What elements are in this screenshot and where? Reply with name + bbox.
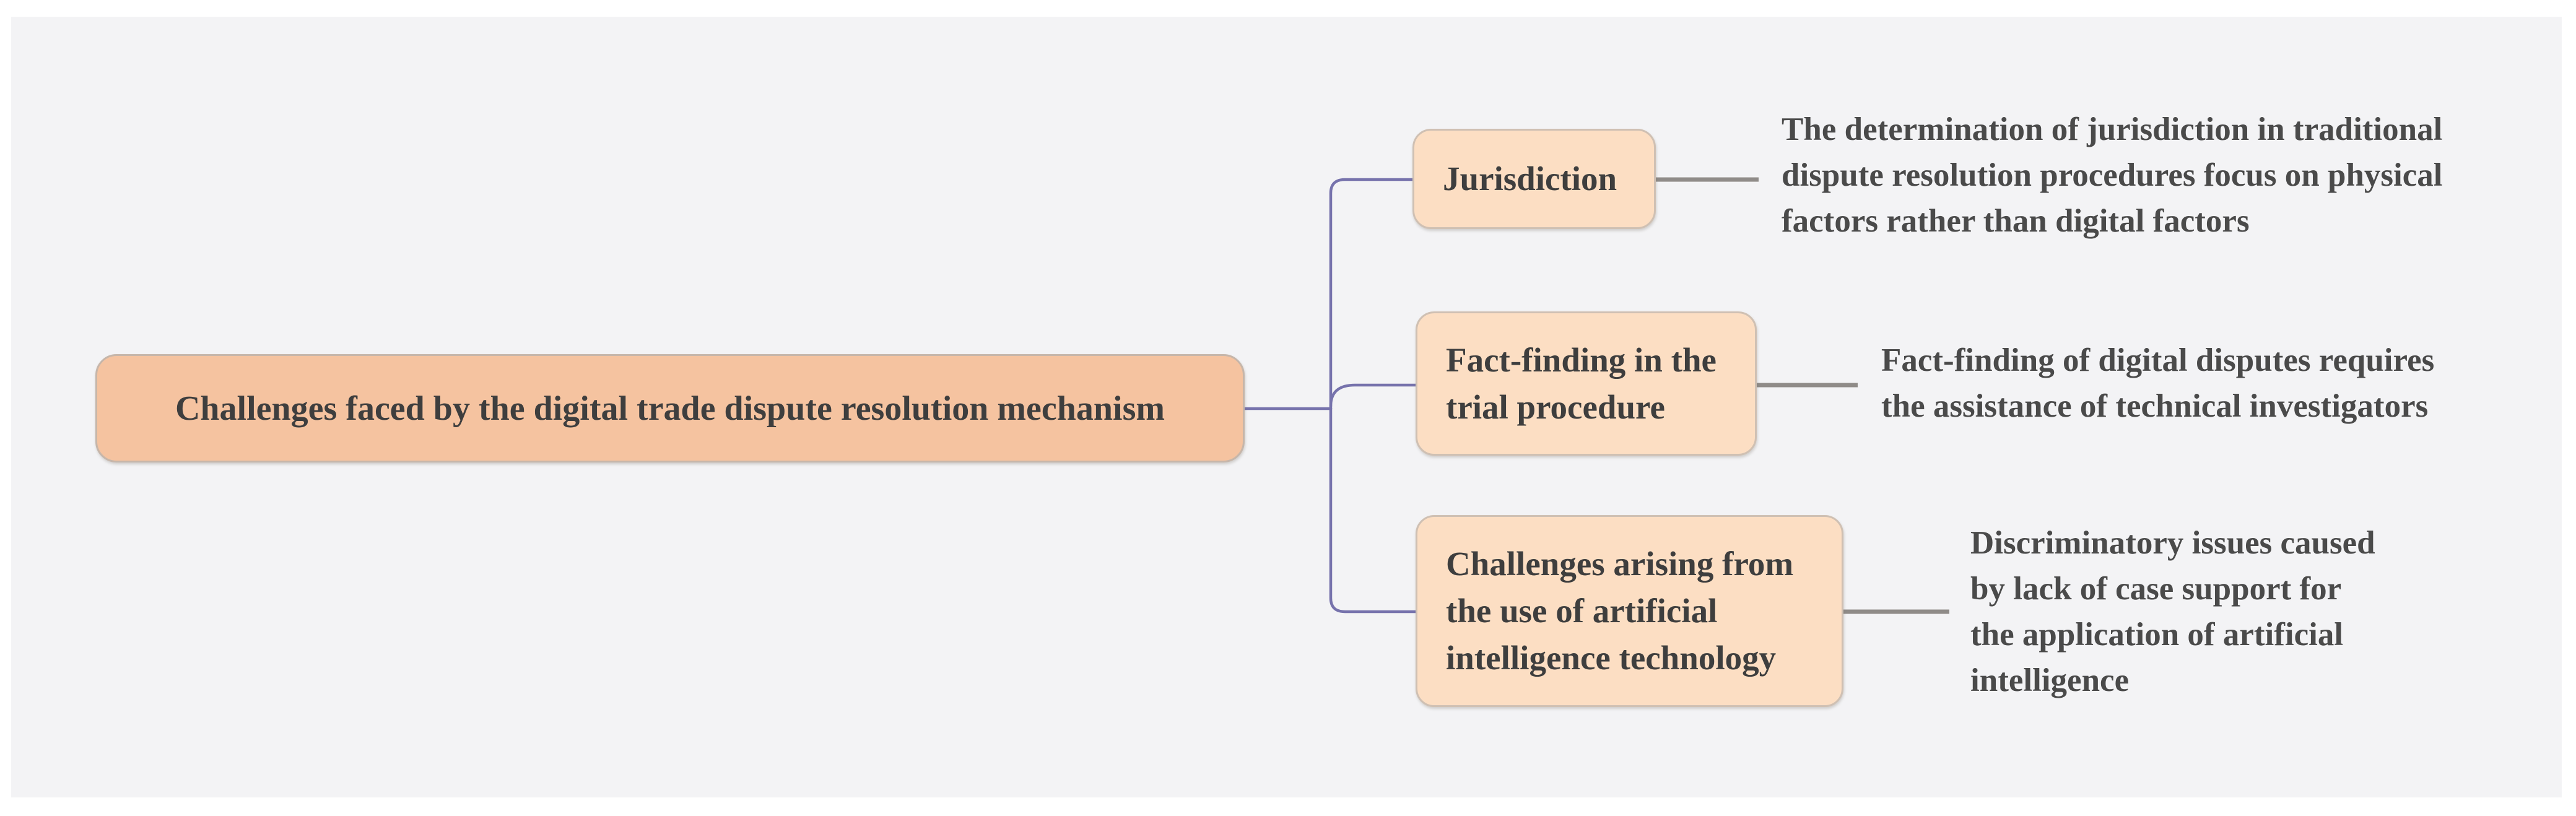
root-node-label: Challenges faced by the digital trade di… bbox=[175, 389, 1165, 428]
branch-node-label-line: the use of artificial bbox=[1446, 592, 1718, 630]
branch-node-label-line: Challenges arising from bbox=[1446, 545, 1794, 583]
branch-node-label-line: trial procedure bbox=[1446, 388, 1665, 426]
note-text-line: Discriminatory issues caused bbox=[1970, 525, 2375, 561]
branch-line-ai-challenges bbox=[1329, 407, 1418, 614]
branch-note-ai-challenges[interactable]: Discriminatory issues caused by lack of … bbox=[1970, 520, 2375, 703]
branch-node-label-line: Jurisdiction bbox=[1443, 160, 1617, 197]
branch-node-ai-challenges[interactable]: Challenges arising from the use of artif… bbox=[1416, 515, 1843, 707]
branch-node-fact-finding[interactable]: Fact-finding in the trial procedure bbox=[1416, 311, 1757, 456]
branch-node-label-line: intelligence technology bbox=[1446, 639, 1777, 677]
root-node[interactable]: Challenges faced by the digital trade di… bbox=[95, 354, 1245, 462]
branch-connector-group bbox=[1242, 178, 1418, 614]
branch-line-jurisdiction bbox=[1329, 178, 1415, 410]
branch-note-jurisdiction[interactable]: The determination of jurisdiction in tra… bbox=[1782, 106, 2443, 244]
note-text-line: factors rather than digital factors bbox=[1782, 203, 2250, 239]
branch-node-label-line: Fact-finding in the bbox=[1446, 341, 1717, 379]
note-connector-group bbox=[1655, 177, 1949, 614]
note-text-line: dispute resolution procedures focus on p… bbox=[1782, 157, 2443, 193]
branch-note-fact-finding[interactable]: Fact-finding of digital disputes require… bbox=[1881, 337, 2434, 429]
note-text-line: the assistance of technical investigator… bbox=[1881, 388, 2429, 424]
note-text-line: the application of artificial bbox=[1970, 617, 2344, 653]
branch-line-fact-finding bbox=[1329, 383, 1418, 408]
note-text-line: The determination of jurisdiction in tra… bbox=[1782, 111, 2443, 147]
branch-node-jurisdiction[interactable]: Jurisdiction bbox=[1412, 129, 1656, 229]
note-text-line: by lack of case support for bbox=[1970, 571, 2342, 607]
note-text-line: intelligence bbox=[1970, 662, 2130, 698]
note-text-line: Fact-finding of digital disputes require… bbox=[1881, 342, 2435, 378]
